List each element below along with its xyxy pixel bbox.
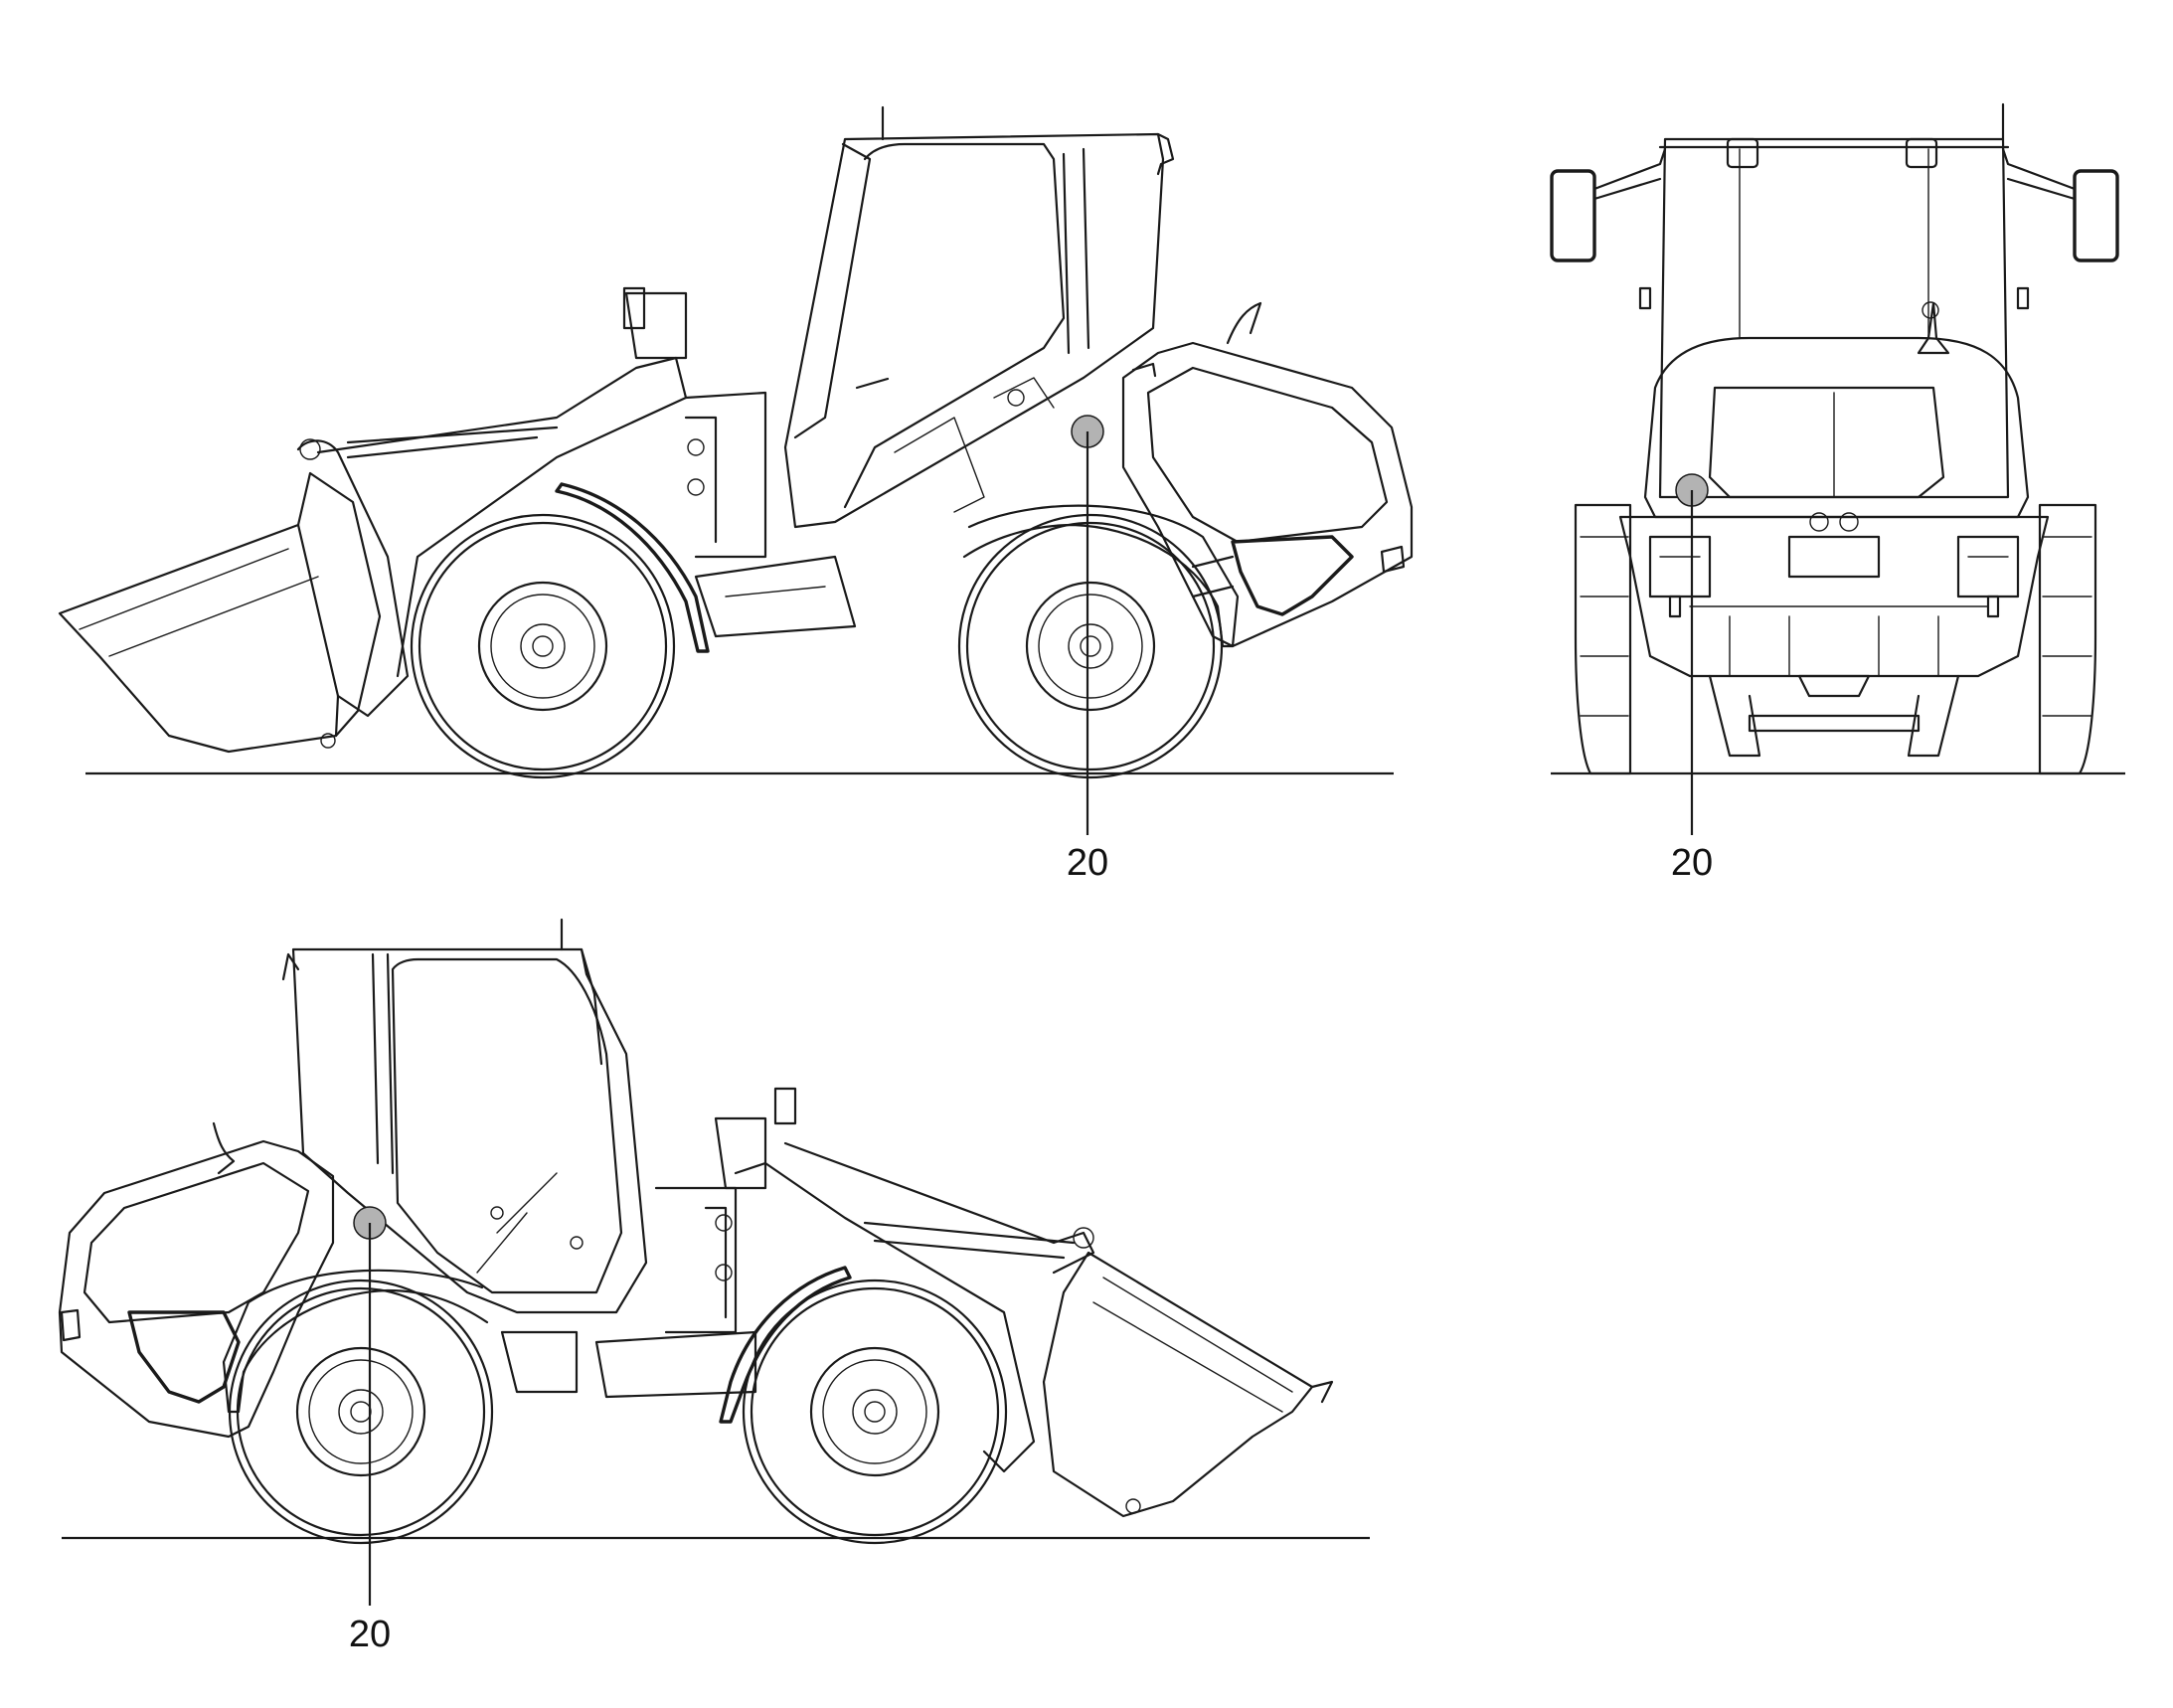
right-mirror: [2073, 169, 2119, 262]
callout-number: 20: [1067, 842, 1108, 884]
loader-frame: [622, 286, 857, 638]
engine-hood: [1121, 301, 1414, 648]
lift-arm: [734, 1141, 1095, 1473]
axle-rear: [1708, 674, 1960, 758]
rear-fender: [962, 504, 1240, 648]
right-side-view: 20: [58, 918, 1370, 1655]
front-wheel: [742, 1279, 1008, 1545]
bucket: [1042, 1251, 1334, 1518]
loader-frame: [594, 1087, 797, 1399]
front-fender: [555, 482, 710, 653]
lift-arm: [296, 356, 688, 749]
cab: [281, 918, 648, 1314]
callout-left-side: 20: [1067, 415, 1108, 884]
front-wheel: [410, 513, 676, 779]
engine-hood: [58, 1121, 335, 1439]
rear-wheel: [228, 1279, 494, 1545]
rear-wheel: [957, 513, 1224, 779]
callout-rear: 20: [1671, 473, 1713, 884]
cab-step: [500, 1330, 579, 1394]
bucket: [58, 471, 382, 754]
hood-rear: [1618, 336, 2050, 678]
left-side-view: 20: [58, 105, 1414, 884]
cab-rear: [1638, 102, 2030, 499]
right-tyre: [2038, 503, 2097, 775]
left-mirror: [1550, 169, 1596, 262]
left-tyre: [1574, 503, 1632, 775]
cab: [783, 105, 1175, 529]
rear-fender: [222, 1269, 489, 1414]
callout-number: 20: [349, 1614, 391, 1655]
rear-view: 20: [1550, 102, 2125, 884]
front-fender: [719, 1266, 852, 1424]
callout-number: 20: [1671, 842, 1713, 884]
callout-right-side: 20: [349, 1206, 391, 1655]
